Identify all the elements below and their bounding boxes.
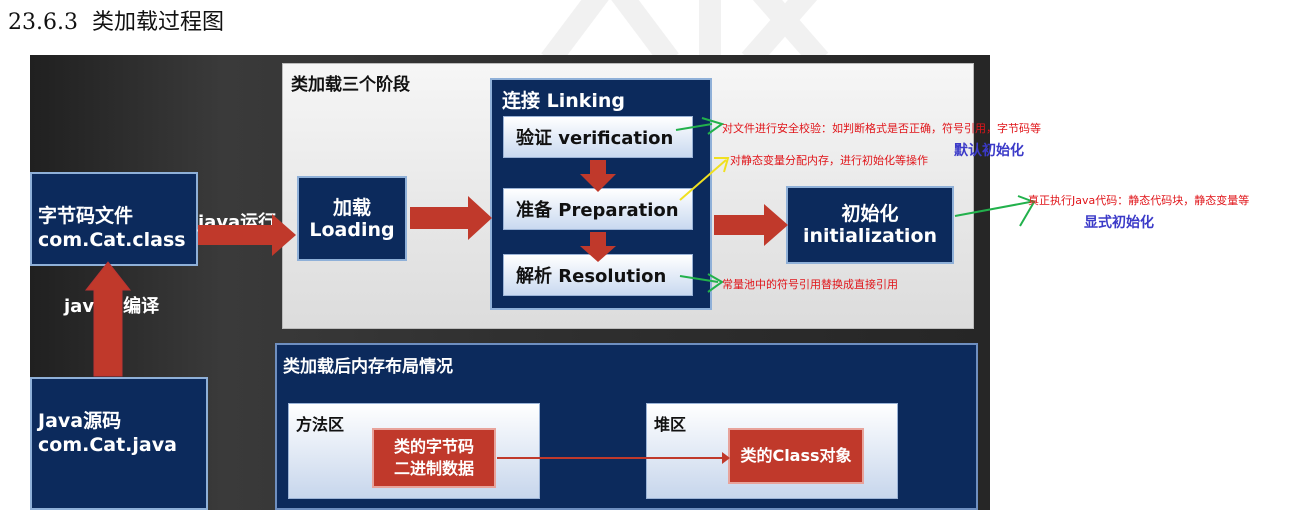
verification-to-preparation-arrow — [580, 160, 616, 192]
heap-area-label: 堆区 — [654, 415, 687, 434]
memory-panel-title: 类加载后内存布局情况 — [283, 357, 453, 377]
loading-box: 加载 Loading — [297, 176, 407, 261]
section-heading: 23.6.3 类加载过程图 — [8, 4, 224, 36]
method-area-label: 方法区 — [296, 415, 345, 434]
loading-to-linking-arrow — [410, 196, 492, 240]
init-note: 真正执行Java代码：静态代码块，静态变量等 — [1028, 194, 1250, 207]
java-source-box: Java源码 com.Cat.java — [30, 377, 208, 510]
explicit-init-label: 显式初始化 — [1084, 215, 1154, 231]
linking-title: 连接 Linking — [502, 90, 626, 112]
verification-box: 验证 verification — [503, 116, 693, 158]
java-run-arrow — [198, 214, 296, 256]
section-title: 类加载过程图 — [91, 10, 224, 35]
preparation-to-resolution-arrow — [580, 232, 616, 262]
resolution-note: 常量池中的符号引用替换成直接引用 — [722, 278, 898, 291]
section-number: 23.6.3 — [8, 10, 78, 35]
init-note-arrow — [954, 201, 1031, 217]
class-object-box: 类的Class对象 — [728, 428, 864, 484]
initialization-box: 初始化 initialization — [786, 186, 954, 264]
verification-note-arrow — [675, 123, 713, 131]
preparation-box: 准备 Preparation — [503, 188, 693, 230]
class-bytecode-box: 类的字节码 二进制数据 — [372, 428, 496, 488]
resolution-note-arrow — [679, 275, 719, 283]
preparation-note-arrow — [679, 159, 727, 201]
verification-note: 对文件进行安全校验：如判断格式是否正确，符号引用，字节码等 — [722, 122, 1041, 135]
default-init-label: 默认初始化 — [954, 143, 1024, 159]
linking-to-init-arrow — [714, 204, 788, 246]
preparation-note: 对静态变量分配内存，进行初始化等操作 — [730, 154, 928, 167]
bytecode-file-box: 字节码文件 com.Cat.class — [30, 172, 198, 266]
javac-up-arrow — [84, 261, 132, 377]
phases-title: 类加载三个阶段 — [291, 75, 410, 95]
watermark-logo — [541, 0, 829, 68]
